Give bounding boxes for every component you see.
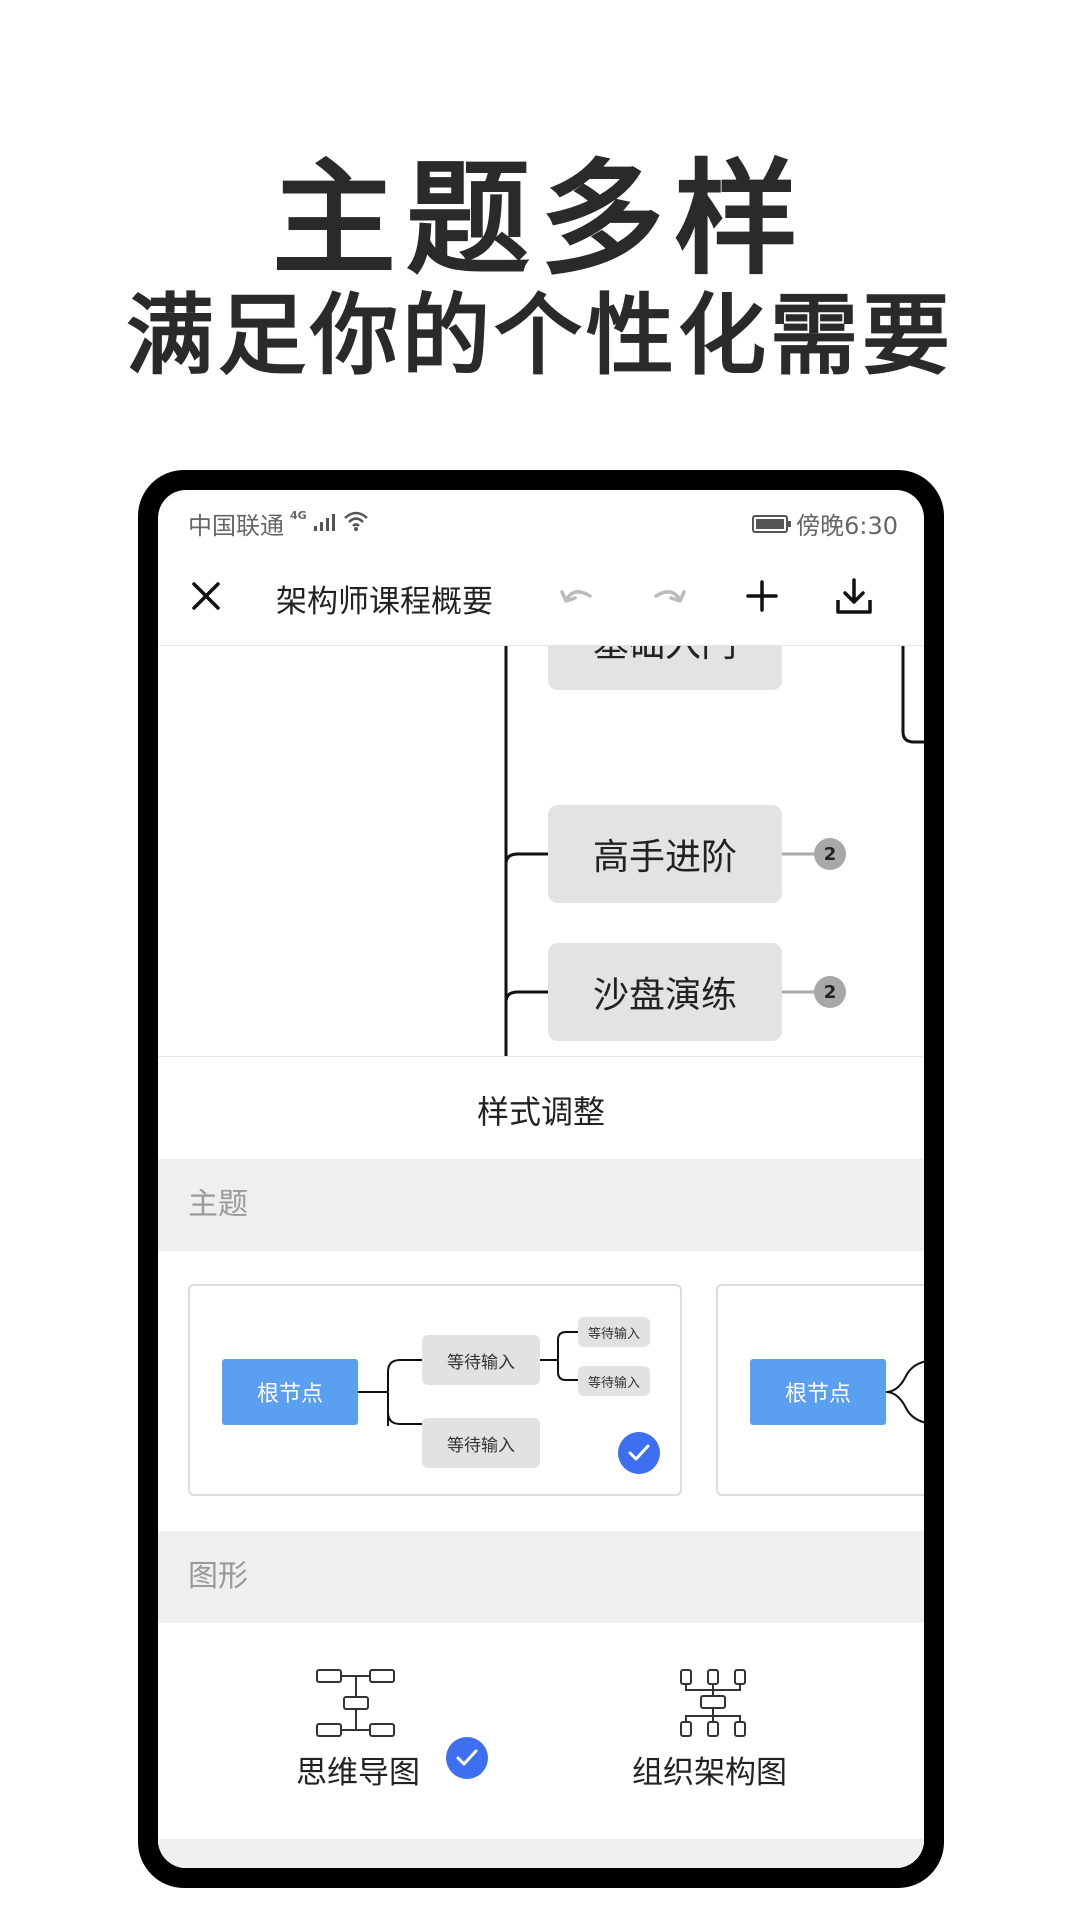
shape-section-header: 图形 xyxy=(158,1531,924,1623)
node-label: 沙盘演练 xyxy=(592,975,737,1016)
theme-grandchild-node: 等待输入 xyxy=(578,1317,650,1347)
node-label: 高手进阶 xyxy=(592,837,737,878)
theme-card[interactable]: 根节点 等待输入 等待输入 等待输入 等待输入 xyxy=(188,1284,682,1496)
theme-grandchild-node: 等待输入 xyxy=(578,1366,650,1396)
next-section-header xyxy=(158,1839,924,1868)
promo-subheadline: 满足你的个性化需要 xyxy=(125,284,954,387)
battery-icon xyxy=(752,514,792,533)
collapsed-count-badge[interactable]: 2 xyxy=(814,838,846,870)
document-title: 架构师课程概要 xyxy=(276,584,493,620)
network-type: 4G xyxy=(290,509,307,522)
theme-root-node: 根节点 xyxy=(222,1359,358,1425)
org-chart-structure-icon xyxy=(678,1669,748,1741)
signal-icon xyxy=(313,510,337,538)
theme-section-header: 主题 xyxy=(158,1159,924,1251)
mindmap-canvas[interactable]: 基础入门 高手进阶 2 沙盘演练 2 xyxy=(158,646,924,1056)
clock: 傍晚6:30 xyxy=(796,512,898,540)
shape-option-label: 组织架构图 xyxy=(632,1755,787,1791)
undo-icon[interactable] xyxy=(554,574,598,618)
phone-screen: 中国联通 4G xyxy=(158,490,924,1868)
add-icon[interactable] xyxy=(740,574,784,618)
phone-frame: 中国联通 4G xyxy=(138,470,944,1888)
node-label: 基础入门 xyxy=(593,646,737,667)
shape-option-label: 思维导图 xyxy=(296,1755,420,1791)
status-bar: 中国联通 4G xyxy=(158,490,924,550)
mindmap-node[interactable]: 沙盘演练 xyxy=(548,943,782,1041)
carrier-name: 中国联通 xyxy=(188,512,284,540)
theme-preview-connectors xyxy=(358,1331,578,1426)
style-panel: 样式调整 主题 根节点 等待输入 等待输入 等待输入 等待输入 xyxy=(158,1056,924,1868)
promo-headline: 主题多样 xyxy=(271,148,808,292)
checkmark-icon xyxy=(446,1737,488,1779)
theme-preview-connectors xyxy=(885,1360,924,1424)
mindmap-connectors xyxy=(504,646,924,1056)
editor-toolbar: 架构师课程概要 xyxy=(158,550,924,646)
theme-card[interactable]: 根节点 xyxy=(716,1284,924,1496)
theme-root-node: 根节点 xyxy=(750,1359,886,1425)
wifi-icon xyxy=(343,510,369,538)
theme-child-node: 等待输入 xyxy=(422,1335,540,1385)
redo-icon[interactable] xyxy=(648,574,692,618)
close-icon[interactable] xyxy=(184,574,228,618)
checkmark-icon xyxy=(618,1432,660,1474)
mindmap-structure-icon xyxy=(316,1669,396,1741)
theme-child-node: 等待输入 xyxy=(422,1418,540,1468)
panel-title: 样式调整 xyxy=(476,1093,605,1131)
mindmap-node[interactable]: 基础入门 xyxy=(548,646,782,690)
mindmap-node[interactable]: 高手进阶 xyxy=(548,805,782,903)
collapsed-count-badge[interactable]: 2 xyxy=(814,976,846,1008)
download-icon[interactable] xyxy=(832,574,876,618)
